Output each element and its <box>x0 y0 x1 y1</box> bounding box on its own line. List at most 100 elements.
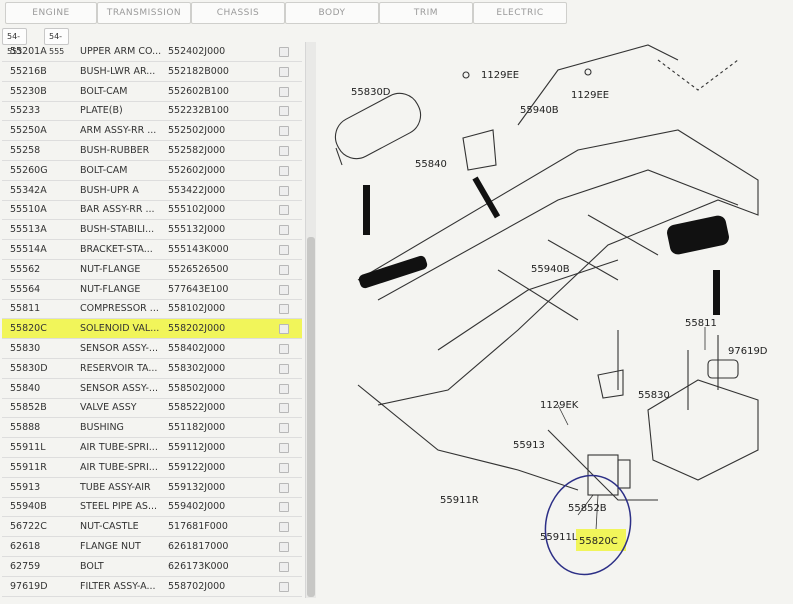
part-checkbox[interactable] <box>279 561 289 572</box>
part-checkbox[interactable] <box>279 383 289 394</box>
compressor-unit <box>647 379 759 481</box>
part-checkbox[interactable] <box>279 443 289 453</box>
part-number: 552602J000 <box>168 164 226 176</box>
tab-transmission[interactable]: TRANSMISSION <box>97 2 191 24</box>
part-ref: 55233 <box>10 105 41 117</box>
part-checkbox[interactable] <box>279 304 289 315</box>
part-checkbox[interactable] <box>279 423 289 434</box>
part-number: 559122J000 <box>168 461 226 473</box>
part-number: 552402J000 <box>168 46 226 57</box>
tab-engine[interactable]: ENGINE <box>5 2 97 24</box>
part-checkbox[interactable] <box>279 205 289 216</box>
part-checkbox[interactable] <box>279 344 289 354</box>
part-ref: 97619D <box>10 580 48 592</box>
tab-electric[interactable]: ELECTRIC <box>473 2 567 24</box>
compressor-leads <box>687 335 719 410</box>
part-name: BRACKET-STA... <box>80 244 153 255</box>
part-checkbox[interactable] <box>279 47 289 57</box>
part-checkbox[interactable] <box>279 324 289 335</box>
part-name: FILTER ASSY-A... <box>80 580 156 592</box>
part-checkbox[interactable] <box>279 106 289 117</box>
part-checkbox[interactable] <box>279 522 289 533</box>
tab-trim[interactable]: TRIM <box>379 2 473 24</box>
part-ref: 55840 <box>10 382 41 394</box>
part-ref: 55342A <box>10 184 47 196</box>
part-checkbox[interactable] <box>279 363 289 374</box>
air-tube-55913 <box>547 429 658 501</box>
part-ref: 55201A <box>10 46 47 57</box>
parts-row[interactable]: 56722C NUT-CASTLE 517681F000 <box>2 517 302 538</box>
part-ref: 55216B <box>10 65 47 77</box>
label-55820c: 55820C <box>579 536 618 547</box>
label-55830d: 55830D <box>351 87 391 98</box>
part-number: 626173K000 <box>168 560 229 572</box>
leader-mark-1 <box>363 185 370 235</box>
part-checkbox[interactable] <box>279 462 289 473</box>
part-number: 517681F000 <box>168 521 228 533</box>
part-checkbox[interactable] <box>279 542 289 552</box>
part-ref: 56722C <box>10 521 47 533</box>
part-checkbox[interactable] <box>279 126 289 137</box>
part-checkbox[interactable] <box>279 66 289 77</box>
part-ref: 55940B <box>10 501 47 513</box>
parts-list-scrollbar[interactable] <box>305 42 316 598</box>
part-checkbox[interactable] <box>279 264 289 275</box>
part-checkbox[interactable] <box>279 225 289 236</box>
part-checkbox[interactable] <box>279 165 289 176</box>
label-55913: 55913 <box>513 440 545 451</box>
part-checkbox[interactable] <box>279 284 289 295</box>
tab-body[interactable]: BODY <box>285 2 379 24</box>
part-checkbox[interactable] <box>279 403 289 414</box>
frame-crossmember <box>437 259 619 351</box>
part-name: PLATE(B) <box>80 105 123 117</box>
part-ref: 55258 <box>10 145 41 156</box>
part-checkbox[interactable] <box>279 86 289 97</box>
part-name: TUBE ASSY-AIR <box>80 481 151 493</box>
part-checkbox[interactable] <box>279 482 289 493</box>
part-number: 6261817000 <box>168 541 229 552</box>
frame-outline <box>357 129 759 406</box>
part-checkbox[interactable] <box>279 146 289 156</box>
subtab-54-555[interactable]: 54-555 <box>44 28 70 56</box>
part-name: NUT-CASTLE <box>80 521 139 533</box>
part-checkbox[interactable] <box>279 581 289 592</box>
tab-chassis[interactable]: CHASSIS <box>191 2 285 24</box>
scrollbar-thumb[interactable] <box>307 237 315 597</box>
label-55940b-mid: 55940B <box>531 264 570 275</box>
part-number: 558102J000 <box>168 303 226 315</box>
part-number: 553422J000 <box>168 184 226 196</box>
part-checkbox[interactable] <box>279 502 289 513</box>
part-number: 552582J000 <box>168 145 226 156</box>
part-checkbox[interactable] <box>279 245 289 255</box>
part-checkbox[interactable] <box>279 185 289 196</box>
frame-cross-bars <box>497 214 659 321</box>
subtab-54-553[interactable]: 54-553 <box>2 28 28 56</box>
